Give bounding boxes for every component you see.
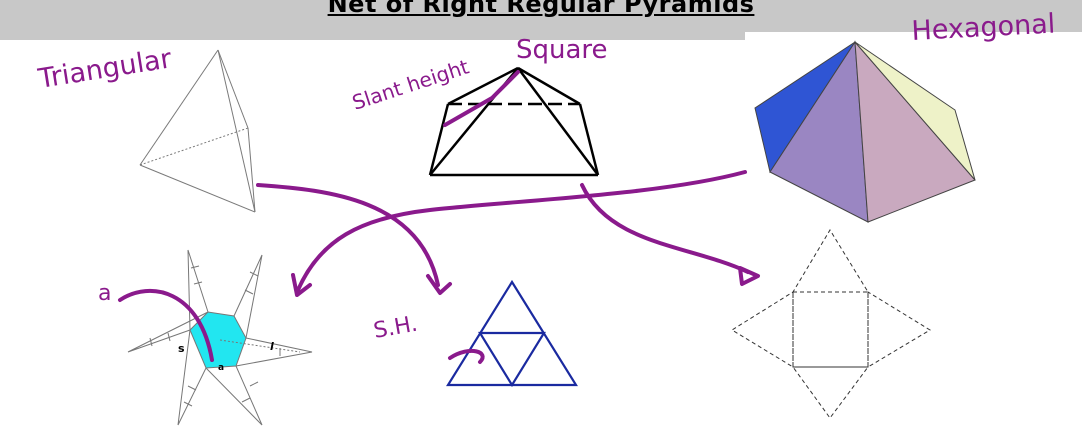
annotation-slant-height: Slant height [349, 54, 472, 114]
net-label-s: s [178, 342, 185, 355]
annotation-hexagonal: Hexagonal [911, 9, 1056, 47]
hexagonal-pyramid-net: s a l [127, 249, 313, 426]
square-pyramid [428, 66, 600, 177]
page-title: Net of Right Regular Pyramids [327, 0, 755, 18]
title-bar-notch [745, 32, 1082, 40]
title-bar: Net of Right Regular Pyramids [0, 0, 1082, 40]
square-pyramid-net [731, 229, 931, 419]
ink-arrows [118, 70, 760, 364]
net-label-l: l [270, 340, 274, 353]
triangular-pyramid [139, 49, 256, 213]
hexagonal-pyramid [754, 40, 976, 223]
annotation-triangular: Triangular [35, 43, 174, 95]
annotation-a: a [98, 281, 111, 306]
triangular-pyramid-net [446, 279, 578, 388]
annotation-square: Square [516, 35, 608, 65]
annotation-sh: S.H. [372, 312, 420, 344]
net-label-a: a [218, 363, 224, 373]
